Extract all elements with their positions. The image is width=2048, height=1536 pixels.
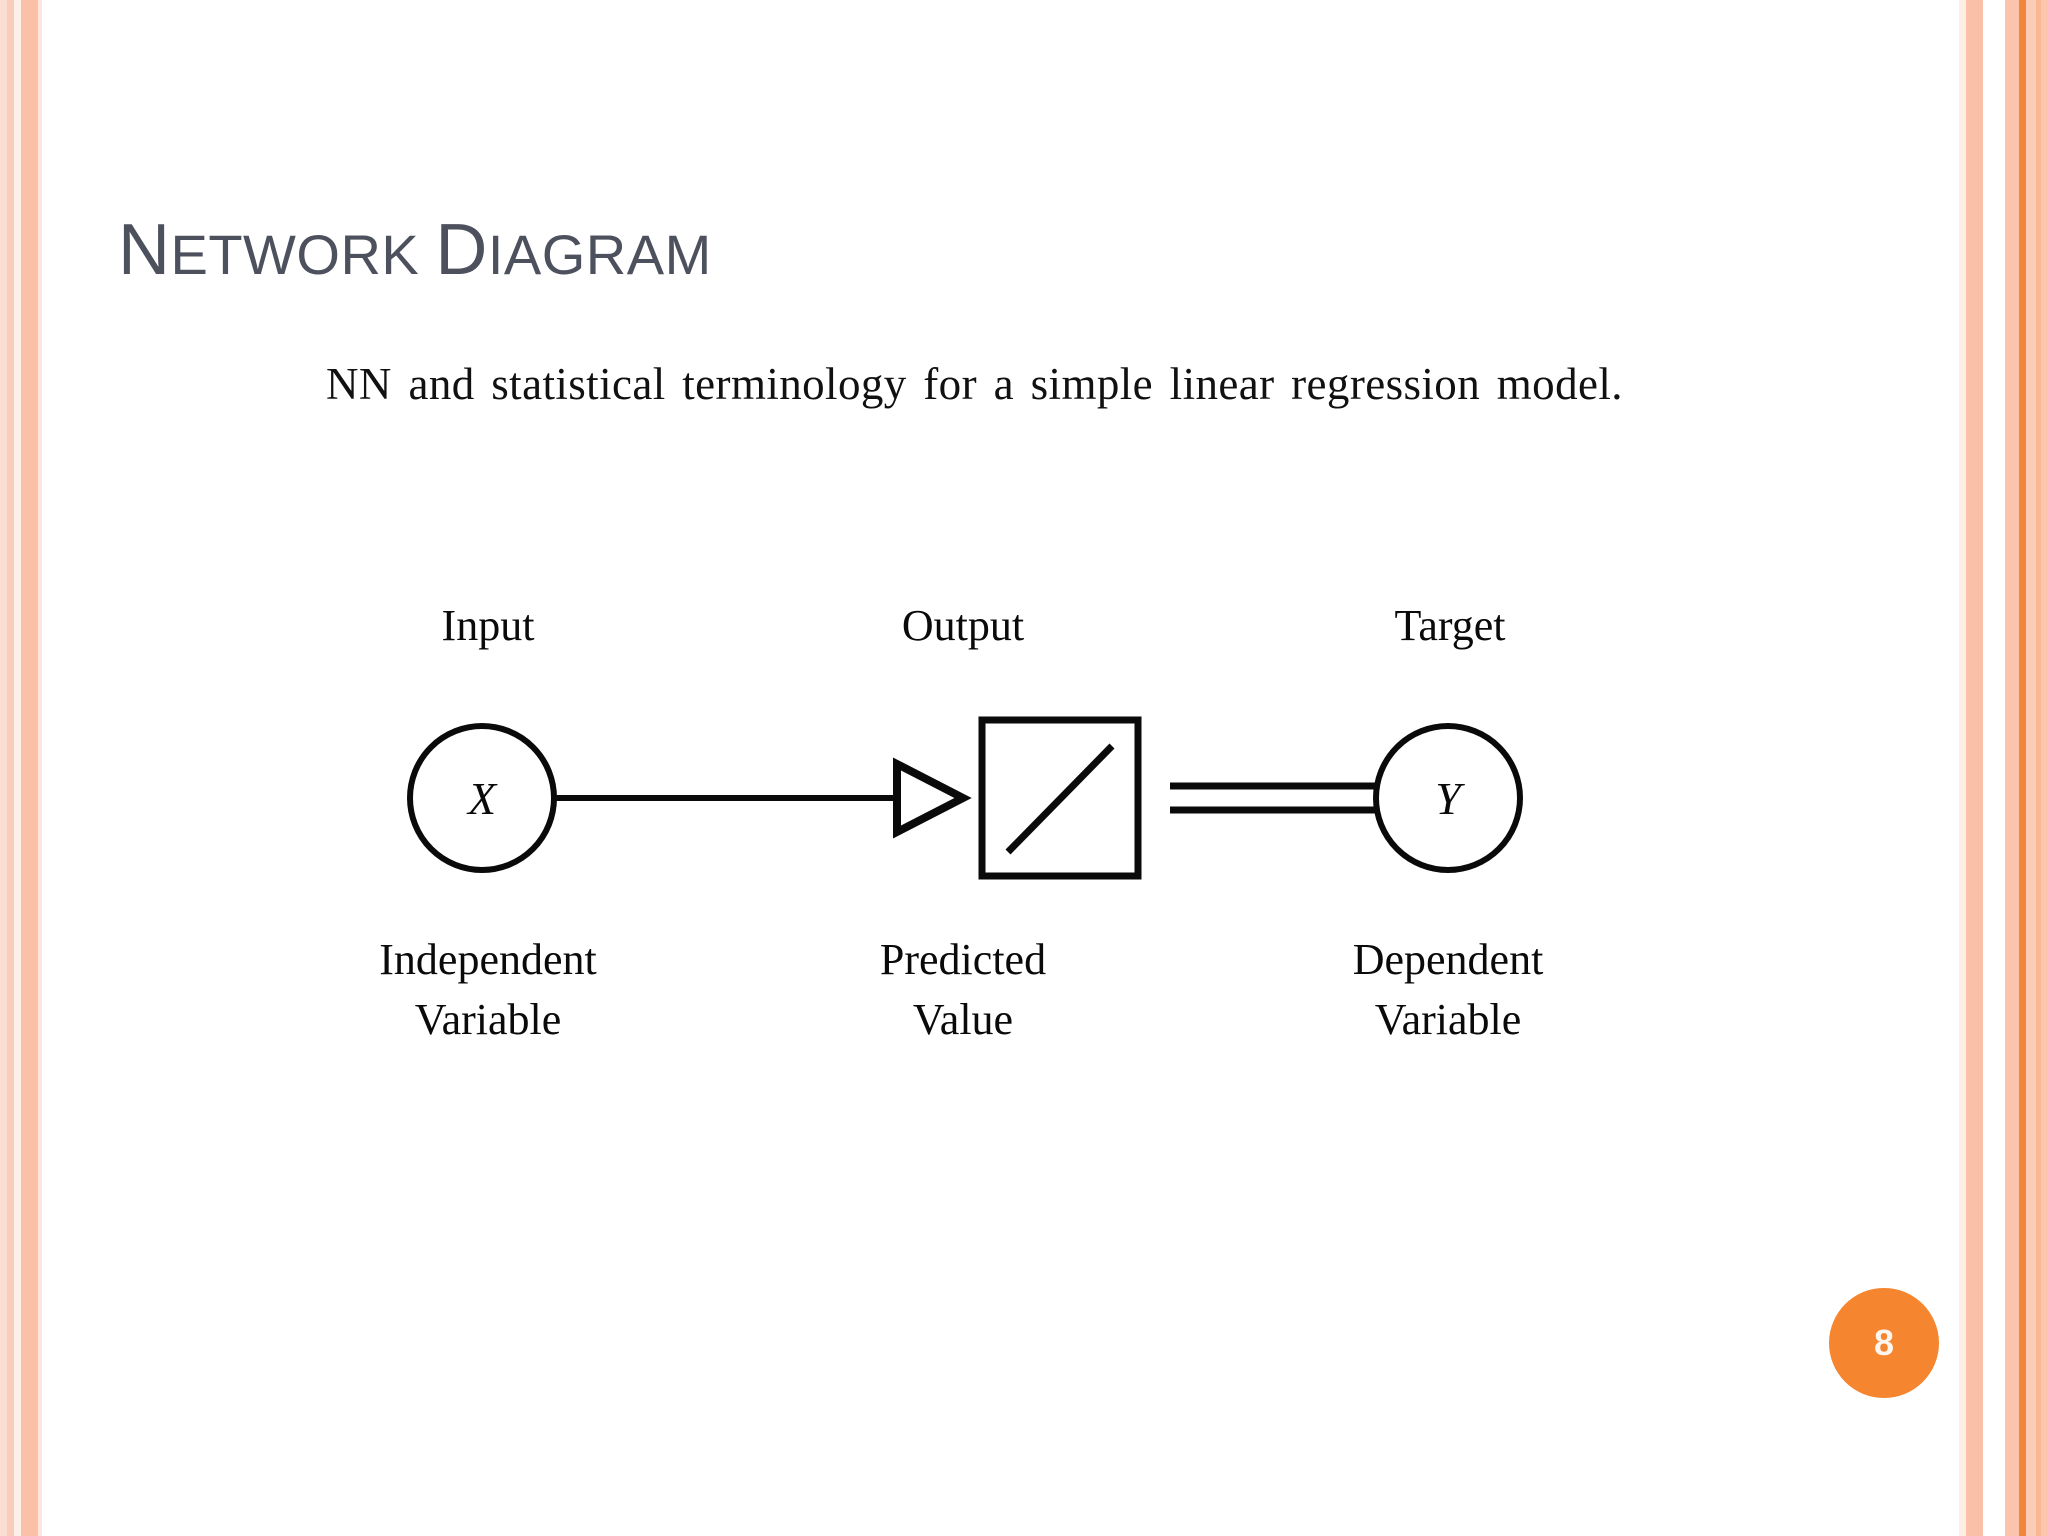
- label-dependent-variable-line1: Dependent: [1353, 935, 1544, 984]
- subtitle-text: NN and statistical terminology for a sim…: [326, 359, 1623, 409]
- input-node-label: X: [466, 773, 498, 824]
- arrow-head-icon: [893, 757, 972, 839]
- right-stripe-1: [1959, 0, 1966, 1536]
- title-rest-etwork: ETWORK: [170, 223, 436, 286]
- right-stripe-2: [1966, 0, 1983, 1536]
- right-stripe-5: [2019, 0, 2026, 1536]
- left-stripe-2: [7, 0, 14, 1536]
- title-rest-iagram: IAGRAM: [487, 223, 712, 286]
- label-independent-variable-line1: Independent: [379, 935, 596, 984]
- label-target: Target: [1395, 601, 1506, 650]
- label-predicted-value-line1: Predicted: [880, 935, 1046, 984]
- target-node-label: Y: [1435, 773, 1465, 824]
- label-dependent-variable-line2: Variable: [1375, 995, 1522, 1044]
- page-title: NETWORK DIAGRAM: [118, 214, 712, 286]
- right-stripe-3: [1983, 0, 2005, 1536]
- page-number-badge: 8: [1829, 1288, 1939, 1398]
- output-node-box: [978, 716, 1142, 880]
- left-stripe-1: [0, 0, 7, 1536]
- label-predicted-value-line2: Value: [913, 995, 1013, 1044]
- title-cap-n: N: [118, 210, 171, 290]
- right-stripe-4: [2005, 0, 2019, 1536]
- page-number-text: 8: [1873, 1322, 1895, 1363]
- right-stripe-6: [2026, 0, 2036, 1536]
- title-cap-d: D: [435, 210, 488, 290]
- label-input: Input: [442, 601, 535, 650]
- right-stripe-8: [2041, 0, 2048, 1536]
- left-stripe-5: [38, 0, 42, 1536]
- network-diagram: Input Output Target X Y Independent Vari…: [300, 580, 1750, 1080]
- right-stripe-7: [2036, 0, 2041, 1536]
- target-node-circle: [1373, 723, 1523, 873]
- linear-transfer-function-icon: [1005, 743, 1115, 855]
- left-stripe-4: [21, 0, 38, 1536]
- left-stripe-3: [14, 0, 21, 1536]
- label-independent-variable-line2: Variable: [415, 995, 562, 1044]
- label-output: Output: [902, 601, 1024, 650]
